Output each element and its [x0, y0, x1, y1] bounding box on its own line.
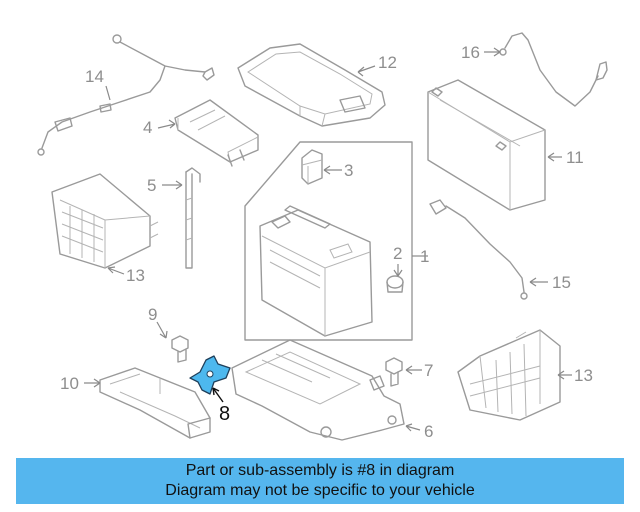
part-2-plug [386, 275, 404, 293]
part-12-cover [237, 43, 386, 127]
part-9-bolt [171, 335, 189, 363]
leader-lines [84, 47, 572, 432]
part-4-bracket [174, 99, 259, 167]
callout-12: 12 [378, 53, 397, 72]
part-1-battery-box [244, 141, 413, 341]
part-10-tray-cover [99, 367, 211, 439]
part-14-cable [37, 34, 215, 156]
callout-15: 15 [552, 273, 571, 292]
parts-diagram: 14 12 4 16 11 3 5 2 1 13 15 9 10 7 13 6 … [37, 32, 608, 441]
part-13-shield-left [51, 173, 159, 269]
callout-7: 7 [424, 361, 433, 380]
callout-9: 9 [148, 305, 157, 324]
callout-4: 4 [143, 118, 152, 137]
callout-6: 6 [424, 422, 433, 441]
part-5-rod [185, 167, 201, 269]
part-1-battery [259, 205, 373, 337]
part-15-cable [429, 199, 528, 300]
part-11-battery [427, 79, 546, 211]
info-banner: Part or sub-assembly is #8 in diagram Di… [16, 458, 624, 504]
callout-1: 1 [420, 247, 429, 266]
part-13-shield-right [457, 329, 561, 421]
callout-11: 11 [566, 148, 584, 167]
callout-3: 3 [344, 161, 353, 180]
part-16-cable [499, 32, 608, 107]
callout-10: 10 [60, 374, 79, 393]
callout-13-right: 13 [574, 366, 593, 385]
callout-14: 14 [85, 67, 104, 86]
callout-13-left: 13 [126, 266, 145, 285]
callout-2: 2 [393, 244, 402, 263]
part-6-tray [231, 339, 405, 441]
part-7-bolt [385, 357, 403, 387]
banner-line-1: Part or sub-assembly is #8 in diagram [185, 462, 455, 479]
banner-line-2: Diagram may not be specific to your vehi… [165, 482, 475, 499]
callout-5: 5 [147, 176, 156, 195]
part-8-bracket-highlighted [189, 355, 231, 395]
part-3-vent-cap [301, 149, 323, 185]
callout-8-highlighted: 8 [219, 403, 230, 425]
callout-16: 16 [461, 43, 480, 62]
